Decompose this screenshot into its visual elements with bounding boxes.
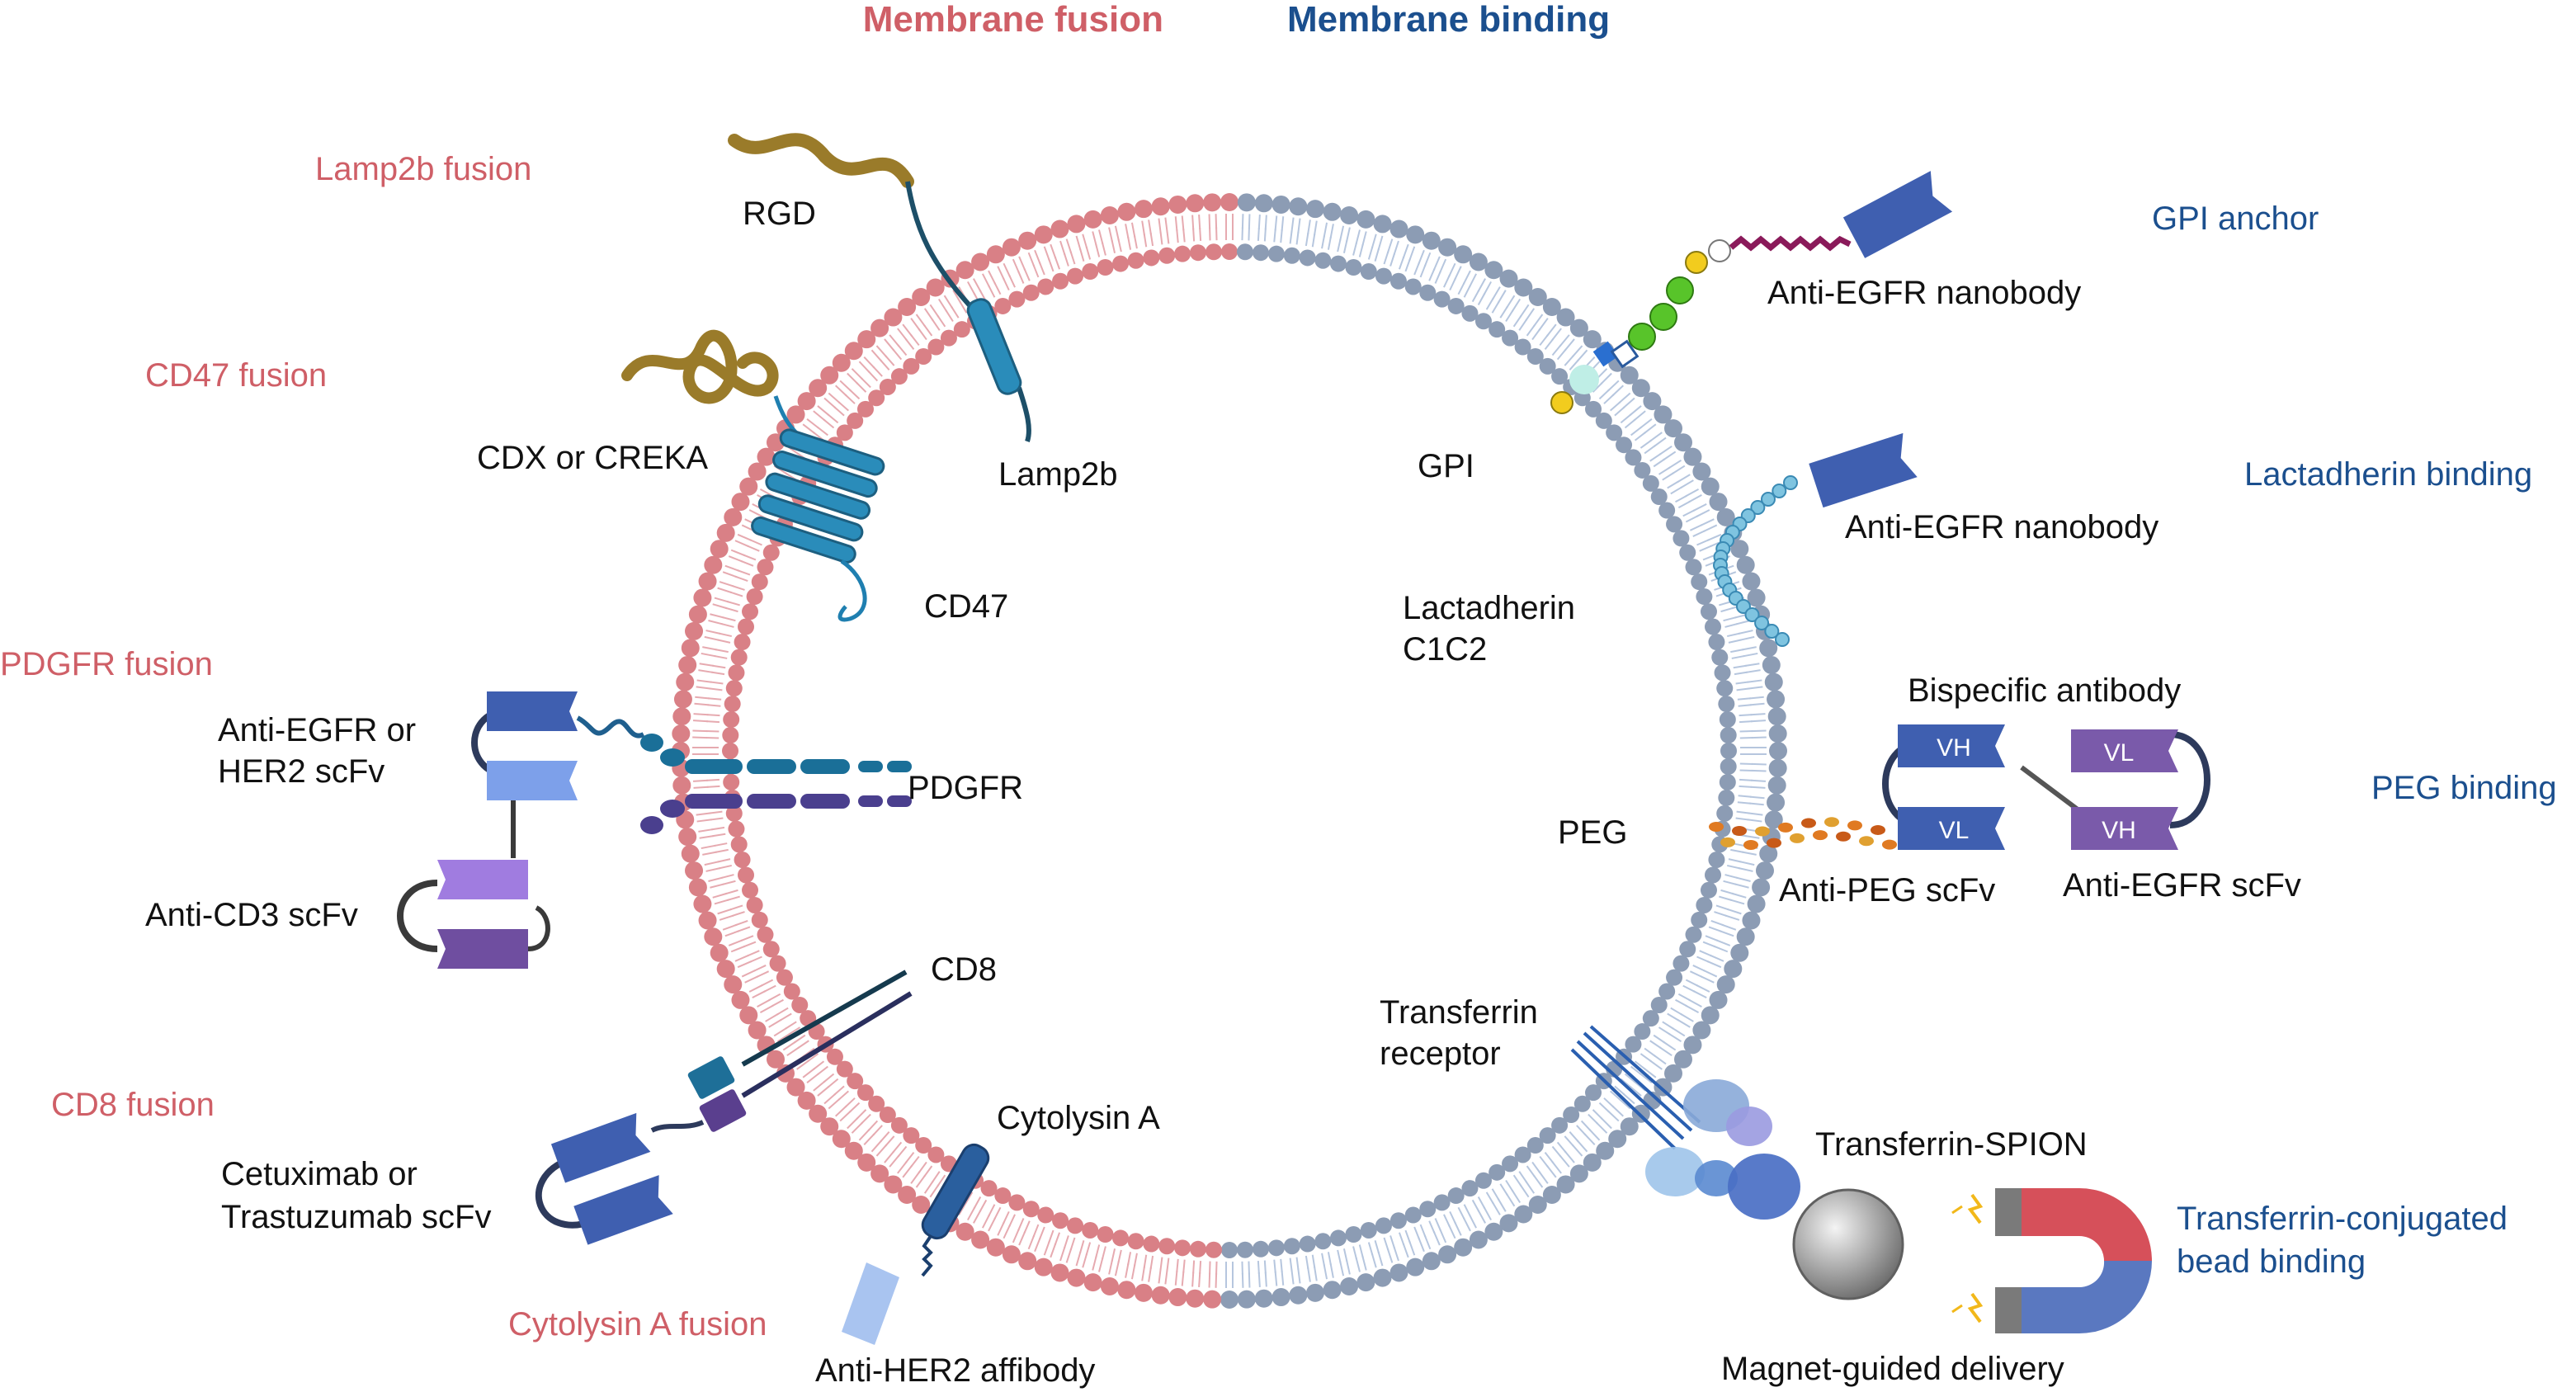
cetuximab-scfv-icon — [535, 1112, 673, 1245]
lactadherin-binding-label: Lactadherin binding — [2244, 456, 2532, 493]
egfr-her2-label-line2: HER2 scFv — [218, 753, 385, 790]
lactadherin-label-line1: Lactadherin — [1403, 590, 1575, 626]
peg-label: PEG — [1558, 814, 1627, 851]
transferrin-spion-label: Transferrin-SPION — [1815, 1126, 2088, 1163]
gpi-anchor-construct — [1550, 171, 1953, 414]
cd8-hinge-teal — [687, 1056, 735, 1099]
cd8-fusion-label: CD8 fusion — [51, 1087, 215, 1123]
vh-domain-1-label: VH — [1937, 734, 1971, 762]
membrane-binding-header: Membrane binding — [1287, 0, 1610, 40]
anti-peg-scfv-label: Anti-PEG scFv — [1779, 872, 1995, 908]
vl-domain-2 — [2071, 729, 2178, 772]
rgd-label: RGD — [743, 196, 816, 232]
lactadherin-chain-icon — [1713, 475, 1798, 647]
rgd-peptide-icon — [728, 133, 914, 188]
transferrin-protein-2 — [1728, 1154, 1800, 1220]
glucosamine-icon — [1592, 341, 1619, 367]
cetuximab-label-line2: Trastuzumab scFv — [221, 1199, 491, 1235]
peg-binding-label: PEG binding — [2371, 770, 2557, 806]
peg-chain-icon — [1709, 817, 1897, 850]
lipid-bilayer — [672, 193, 1787, 1309]
cytolysin-label: Cytolysin A — [997, 1100, 1160, 1136]
lamp2b-helix-icon — [966, 298, 1022, 395]
vh-domain-1 — [1898, 724, 2005, 767]
egfr-her2-label-line1: Anti-EGFR or — [218, 712, 416, 748]
lamp2b-fusion-label: Lamp2b fusion — [315, 151, 531, 187]
cd47-cdx-construct — [621, 329, 885, 622]
transferrin-receptor-label-line1: Transferrin — [1380, 994, 1538, 1031]
transferrin-construct — [1570, 1025, 1904, 1300]
mannose-icon — [1628, 323, 1656, 351]
gpi-linker-icon — [1729, 235, 1852, 252]
pdgfr-label: PDGFR — [908, 770, 1023, 806]
cd8-hinge-purple — [699, 1089, 747, 1132]
cetuximab-label-line1: Cetuximab or — [221, 1156, 418, 1192]
pdgfr-construct — [397, 691, 912, 969]
cd47-helix-icon — [751, 428, 885, 564]
bispecific-antibody-label: Bispecific antibody — [1908, 672, 2181, 709]
lactadherin-label-line2: C1C2 — [1403, 631, 1487, 668]
egfr-her2-vh-icon — [487, 691, 578, 731]
egfr-nanobody-2-icon — [1809, 432, 1918, 508]
her2-affibody-label: Anti-HER2 affibody — [815, 1352, 1095, 1389]
cdx-peptide-icon — [621, 329, 779, 404]
cd3-vl-icon — [437, 929, 528, 969]
vh-domain-2-label: VH — [2102, 817, 2136, 844]
cd3-vh-icon — [437, 860, 528, 899]
egfr-nanobody-1-icon — [1842, 171, 1953, 258]
cd47-label: CD47 — [924, 588, 1008, 625]
gpi-anchor-label: GPI anchor — [2152, 201, 2319, 237]
magnet-icon — [1951, 1188, 2152, 1333]
cytolysin-fusion-label: Cytolysin A fusion — [508, 1306, 767, 1342]
cd8-chain-1 — [741, 970, 908, 1067]
cdx-creka-label: CDX or CREKA — [477, 440, 708, 476]
spion-bead-icon — [1792, 1188, 1904, 1300]
bispecific-antibody: VH VL VL VH — [1882, 724, 2210, 850]
egfr-her2-vl-icon — [487, 761, 578, 800]
anti-egfr-scfv-label: Anti-EGFR scFv — [2063, 867, 2301, 904]
spark-icon — [1967, 1193, 1984, 1224]
transferrin-bead-label-line1: Transferrin-conjugated — [2177, 1201, 2508, 1237]
pdgfr-chain-purple — [640, 794, 912, 834]
cd8-construct — [535, 970, 913, 1245]
vl-domain-1-label: VL — [1939, 817, 1970, 844]
magnet-delivery-label: Magnet-guided delivery — [1721, 1351, 2064, 1387]
transferrin-bead-label-line2: bead binding — [2177, 1243, 2366, 1280]
cd8-chain-2 — [741, 991, 913, 1098]
vh-domain-2 — [2071, 807, 2178, 850]
inositol-icon — [1569, 365, 1599, 394]
transferrin-receptor-label-line2: receptor — [1380, 1036, 1501, 1072]
lamp2b-rgd-construct — [728, 133, 1031, 442]
cd47-fusion-label: CD47 fusion — [145, 357, 327, 394]
egfr-nanobody-2-label: Anti-EGFR nanobody — [1845, 509, 2158, 545]
vl-domain-1 — [1898, 807, 2005, 850]
transferrin-receptor-icon — [1589, 1025, 1701, 1124]
pdgfr-fusion-label: PDGFR fusion — [0, 646, 213, 682]
cd3-scfv-label: Anti-CD3 scFv — [145, 897, 358, 933]
lamp2b-linker — [905, 181, 972, 308]
egfr-nanobody-1-label: Anti-EGFR nanobody — [1767, 275, 2081, 311]
gpi-label: GPI — [1418, 448, 1474, 484]
cytolysin-construct — [842, 1143, 990, 1345]
lamp2b-label: Lamp2b — [998, 456, 1118, 493]
membrane-fusion-header: Membrane fusion — [863, 0, 1163, 40]
her2-affibody-icon — [842, 1262, 899, 1345]
pdgfr-chain-teal — [640, 734, 912, 774]
cd8-label: CD8 — [931, 951, 997, 988]
vl-domain-2-label: VL — [2104, 739, 2135, 767]
